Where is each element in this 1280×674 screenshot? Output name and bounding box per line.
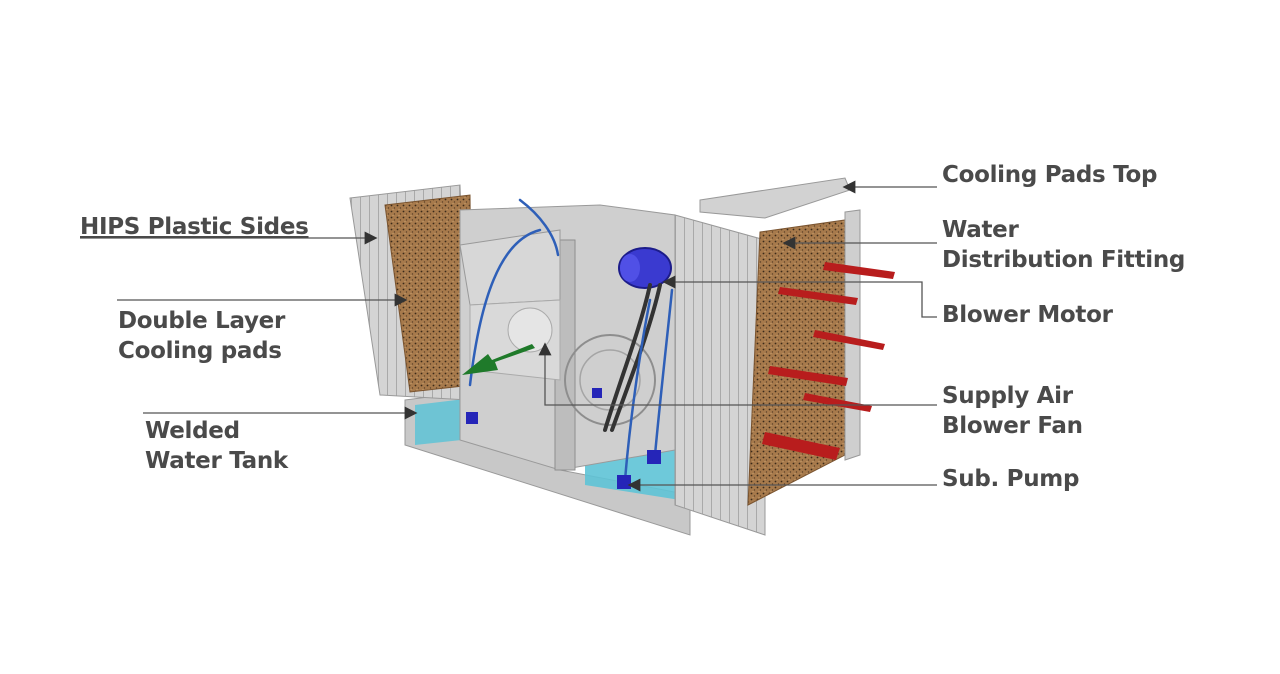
right-cooling-pad (747, 219, 846, 506)
cooling-pads-top-cover (699, 177, 851, 219)
sub-pump-1 (617, 475, 631, 489)
label-sub-pump: Sub. Pump (942, 466, 1080, 492)
label-water-distribution-fitting: Water Distribution Fitting (942, 215, 1185, 275)
label-supply-air-line1: Supply Air (942, 383, 1073, 409)
label-cooling-pads-top: Cooling Pads Top (942, 162, 1158, 188)
label-welded-water-tank: Welded Water Tank (145, 416, 288, 476)
intake-air-arrows (762, 262, 895, 460)
label-double-layer-line1: Double Layer (118, 308, 286, 334)
label-double-layer-line2: Cooling pads (118, 338, 282, 364)
label-welded-line1: Welded (145, 418, 240, 444)
label-water-dist-line2: Distribution Fitting (942, 247, 1186, 273)
label-supply-air-blower-fan: Supply Air Blower Fan (942, 381, 1083, 441)
label-supply-air-line2: Blower Fan (942, 413, 1083, 439)
label-welded-line2: Water Tank (145, 448, 288, 474)
blower-motor (618, 247, 672, 289)
supply-air-arrow (462, 344, 535, 375)
sub-pump-3 (466, 412, 478, 424)
leader-lines (80, 180, 937, 492)
label-blower-motor: Blower Motor (942, 302, 1113, 328)
water-hoses (468, 198, 674, 482)
label-hips-plastic-sides: HIPS Plastic Sides (80, 214, 309, 240)
right-plastic-side (674, 214, 766, 536)
blower-fan (507, 307, 656, 426)
label-double-layer-cooling-pads: Double Layer Cooling pads (118, 306, 285, 366)
label-water-dist-line1: Water (942, 217, 1019, 243)
sub-pump-4 (592, 388, 602, 398)
sub-pump-2 (647, 450, 661, 464)
